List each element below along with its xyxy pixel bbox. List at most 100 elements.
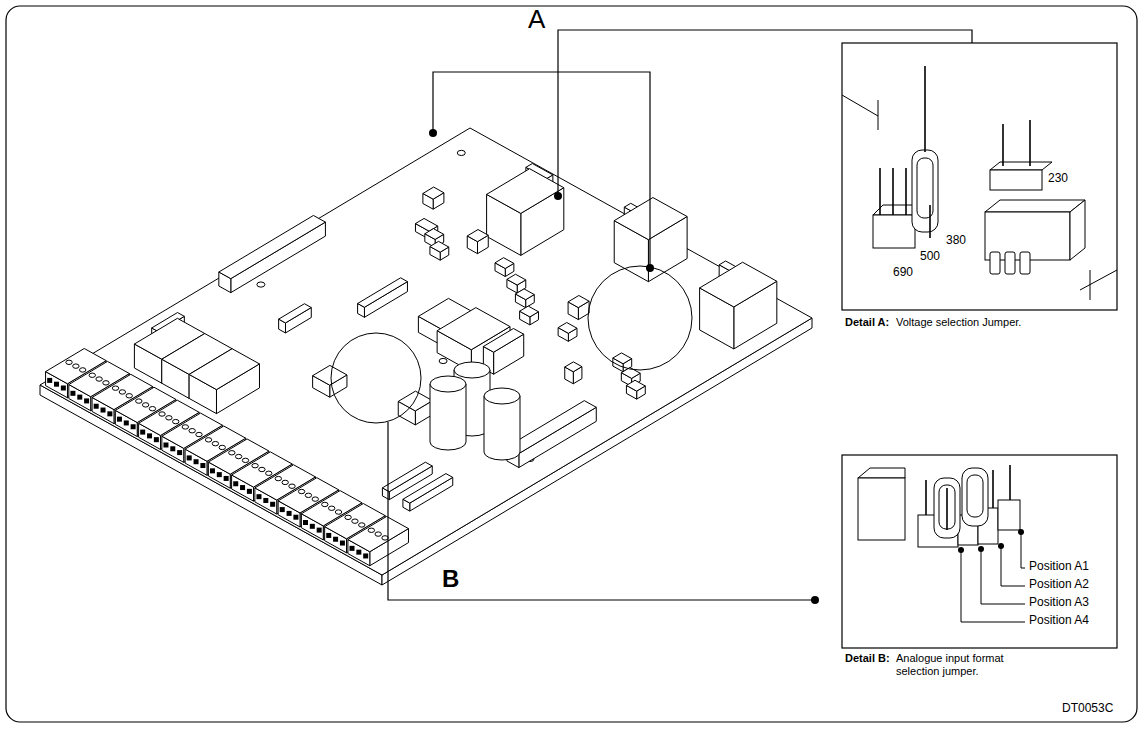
terminal-block-top (46, 348, 107, 383)
terminal-screw (182, 425, 188, 429)
terminal-block-top (69, 361, 130, 396)
terminal-block-top (232, 452, 293, 487)
position-label: Position A1 (1029, 560, 1089, 574)
terminal-screw (212, 441, 218, 445)
terminal-opening (224, 476, 229, 481)
terminal-block-top (115, 387, 176, 422)
pin (1029, 120, 1031, 166)
detail-b-panel (842, 455, 1117, 648)
terminal-screw (328, 506, 334, 510)
jumper (912, 150, 938, 232)
jumper-header-top (565, 362, 582, 372)
terminal-opening (210, 468, 215, 473)
pin (929, 205, 931, 238)
component (313, 365, 347, 397)
voltage-value: 230 (1048, 172, 1068, 186)
relay-side (1070, 200, 1085, 260)
capacitor-top (484, 388, 520, 404)
jumper (962, 468, 988, 526)
terminal-screw (80, 368, 86, 372)
connector (279, 304, 312, 333)
relay-top (614, 198, 687, 240)
jumper-header-top (467, 230, 488, 242)
relay-top (487, 169, 564, 214)
jumper-header (568, 295, 589, 319)
component (990, 252, 1000, 274)
terminal-screw (305, 493, 311, 497)
terminal-opening (140, 430, 145, 435)
component (1005, 252, 1015, 274)
position-label: Position A4 (1029, 614, 1089, 628)
terminal-screw (159, 412, 165, 416)
terminal-opening (70, 391, 75, 396)
terminal-opening (147, 433, 152, 438)
terminal-screw (96, 377, 102, 381)
capacitor-top (454, 362, 490, 378)
leader-dot (998, 543, 1004, 549)
terminal-block-top (139, 400, 200, 435)
detail-letter: B (442, 565, 459, 593)
leader-dot (978, 546, 984, 552)
terminal-opening (94, 404, 99, 409)
component-top (507, 274, 526, 285)
terminal-screw (282, 480, 288, 484)
terminal-screw (252, 463, 258, 467)
pin (892, 168, 894, 215)
pin (925, 480, 927, 515)
terminal-opening (61, 385, 66, 390)
terminal-opening (317, 528, 322, 533)
component-top (613, 353, 632, 364)
relay-top (189, 349, 259, 390)
leader-line (981, 549, 1025, 604)
component-top (495, 258, 514, 269)
frame (6, 6, 1137, 722)
detail-letter: A (528, 5, 545, 35)
header-body (873, 215, 915, 248)
leader-dot (1018, 529, 1024, 535)
terminal-screw (149, 406, 155, 410)
terminal-opening (263, 498, 268, 503)
component-top (515, 289, 534, 300)
board-edge-line (1080, 270, 1117, 290)
terminal-opening (131, 424, 136, 429)
terminal-screw (136, 399, 142, 403)
leader-dot (554, 192, 562, 200)
terminal-block-top (162, 413, 223, 448)
terminal-opening (326, 533, 331, 538)
terminal-screw (266, 471, 272, 475)
leader-line (1001, 546, 1025, 586)
terminal-opening (256, 494, 261, 499)
terminal-opening (340, 541, 345, 546)
terminal-screw (166, 416, 172, 420)
capacitor-body (484, 396, 520, 460)
component-top (398, 391, 432, 411)
terminal-opening (84, 398, 89, 403)
connector-top (403, 474, 453, 504)
terminal-block (348, 516, 409, 565)
terminal-block-top (278, 478, 339, 513)
leader-dot (958, 547, 964, 553)
pin (992, 470, 994, 508)
capacitor (430, 376, 466, 450)
jumper-header-top (423, 187, 444, 199)
terminal-screw (142, 403, 148, 407)
terminal-opening (287, 511, 292, 516)
relay-top (985, 200, 1085, 212)
terminal-block-top (255, 465, 316, 500)
relay (700, 262, 777, 349)
detail-circle (331, 333, 421, 423)
detail-caption: Detail A: (845, 316, 889, 329)
pin (905, 168, 907, 215)
board-edge-line (878, 100, 879, 130)
pin (924, 66, 926, 152)
component-top (430, 241, 449, 252)
terminal-screw (119, 390, 125, 394)
terminal-screw (289, 484, 295, 488)
terminal-opening (363, 553, 368, 558)
drawing-number: DT0053C (1062, 702, 1113, 716)
terminal-screw (126, 394, 132, 398)
terminal-screw (189, 429, 195, 433)
detail-frame (842, 455, 1117, 648)
